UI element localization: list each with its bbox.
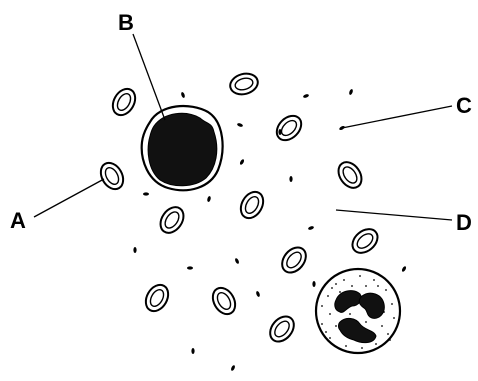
- red-blood-cell: [265, 312, 298, 346]
- red-blood-cell: [277, 243, 310, 277]
- leader-lines: [34, 34, 452, 220]
- red-blood-cell: [236, 188, 267, 222]
- platelet: [237, 122, 244, 127]
- platelet: [303, 93, 310, 98]
- platelet: [191, 348, 194, 354]
- platelet: [239, 159, 245, 166]
- leader-line-b: [133, 34, 165, 120]
- platelet: [234, 258, 239, 265]
- red-blood-cell: [108, 85, 139, 119]
- lymphocyte-nucleus: [148, 113, 217, 185]
- red-blood-cell: [141, 281, 172, 315]
- lymphocyte: [142, 106, 223, 190]
- platelet: [207, 196, 212, 203]
- label-d: D: [456, 210, 472, 235]
- leader-line-a: [34, 179, 104, 217]
- neutrophil: [316, 269, 400, 353]
- red-blood-cell: [96, 159, 127, 193]
- platelet: [143, 192, 149, 195]
- label-b: B: [118, 10, 134, 35]
- leader-line-c: [342, 106, 452, 128]
- label-a: A: [10, 208, 26, 233]
- red-blood-cell: [208, 284, 239, 318]
- platelet: [180, 92, 185, 99]
- red-blood-cell: [272, 111, 306, 145]
- platelet: [133, 247, 136, 253]
- label-c: C: [456, 93, 472, 118]
- platelet: [312, 281, 315, 287]
- leader-line-d: [336, 210, 452, 220]
- platelet: [308, 225, 315, 230]
- red-blood-cell: [334, 158, 366, 192]
- platelet: [187, 266, 193, 269]
- platelet: [289, 176, 292, 182]
- platelet: [401, 266, 407, 273]
- red-blood-cell: [348, 224, 382, 257]
- platelet: [255, 291, 260, 298]
- platelet: [230, 365, 235, 372]
- red-blood-cell: [156, 203, 188, 237]
- platelet: [278, 129, 281, 135]
- platelet: [348, 89, 353, 96]
- red-blood-cell: [228, 71, 260, 98]
